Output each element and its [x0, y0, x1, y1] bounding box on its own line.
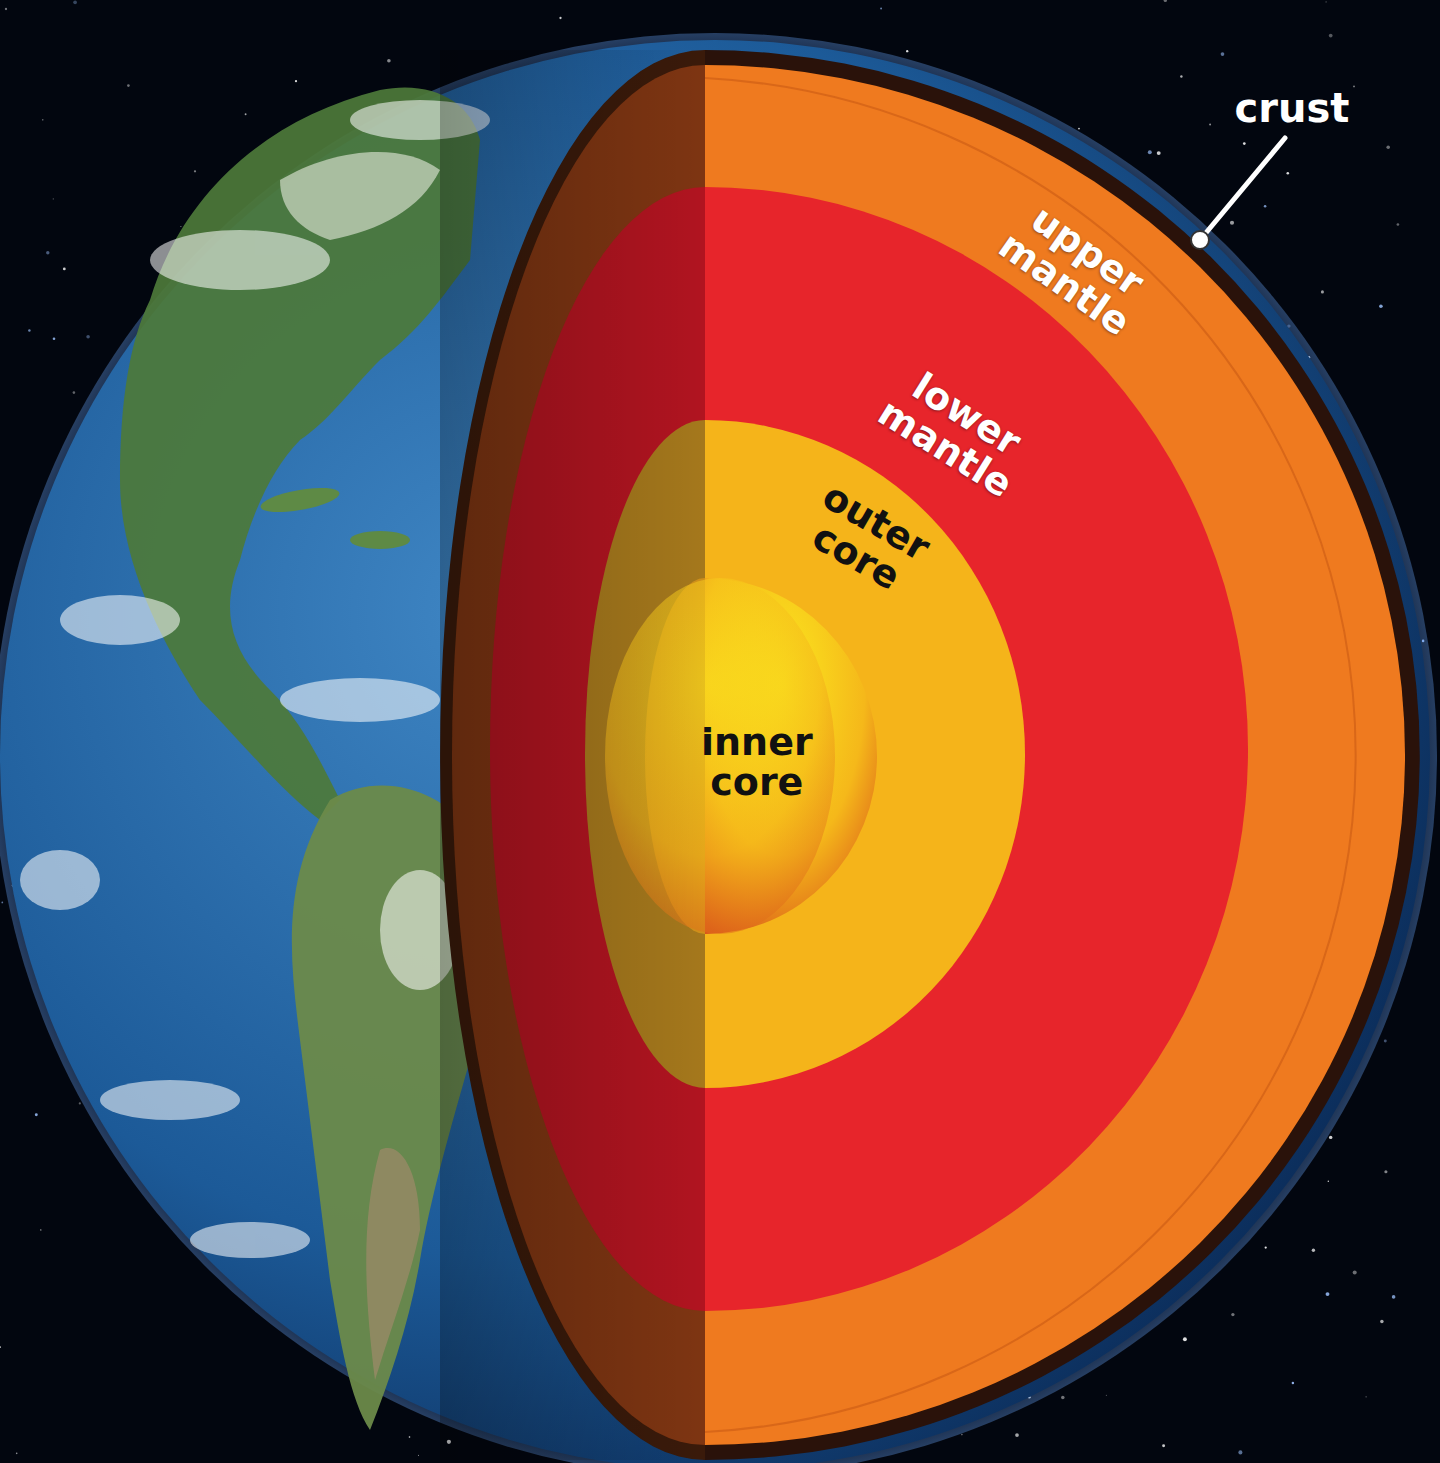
star [1221, 52, 1225, 56]
star [1209, 124, 1211, 126]
star [1162, 1444, 1165, 1447]
star [1386, 145, 1390, 149]
star [1329, 1136, 1332, 1139]
star [1164, 0, 1167, 2]
leader-dot [1191, 231, 1209, 249]
star [1353, 1270, 1357, 1274]
star [16, 1452, 18, 1454]
star [1015, 1433, 1019, 1437]
star [1238, 1450, 1242, 1454]
star [1, 902, 3, 904]
star [0, 1346, 1, 1348]
star [387, 59, 391, 63]
star [1353, 86, 1355, 88]
star [418, 1455, 419, 1456]
inner-core-ball: inner core [645, 578, 877, 934]
leader-line [1205, 138, 1285, 234]
layer-label: crust [1235, 87, 1350, 129]
star [28, 329, 30, 331]
star [409, 1436, 411, 1438]
star [73, 0, 77, 4]
star [42, 119, 43, 120]
star [1392, 1295, 1396, 1299]
star [295, 80, 297, 82]
star [1061, 1396, 1065, 1400]
star [86, 335, 90, 339]
layer-label: outer core [796, 476, 936, 603]
star [880, 8, 882, 10]
star [1183, 1337, 1187, 1341]
star [1265, 1246, 1267, 1248]
star [559, 17, 561, 19]
layer-label: lower mantle [871, 359, 1040, 506]
star [1397, 223, 1400, 226]
star [127, 84, 130, 87]
star [1078, 128, 1080, 130]
star [906, 50, 908, 52]
star [1264, 205, 1267, 208]
star [35, 1113, 38, 1116]
lower-mantle-band: lower mantleouter core inner core [490, 187, 1248, 1311]
star [180, 226, 181, 227]
star [1231, 1313, 1234, 1316]
star [1148, 150, 1152, 154]
star [1230, 221, 1234, 225]
star [1329, 34, 1333, 38]
star [1292, 1382, 1294, 1384]
star [1366, 1396, 1367, 1397]
star [1326, 1292, 1330, 1296]
star [63, 267, 66, 270]
star [1384, 1040, 1387, 1043]
star [53, 337, 56, 340]
star [73, 391, 76, 394]
layer-label: inner core [701, 723, 813, 803]
star [1321, 290, 1324, 293]
star [1312, 1249, 1315, 1252]
star [1243, 142, 1246, 145]
star [1180, 75, 1182, 77]
star [194, 170, 196, 172]
layer-label: upper mantle [991, 192, 1159, 343]
star [1106, 1395, 1107, 1396]
star [1287, 172, 1290, 175]
star [1325, 1, 1326, 2]
star [46, 251, 49, 254]
star [40, 1229, 41, 1230]
star [1380, 1320, 1383, 1323]
star [245, 113, 247, 115]
star [53, 198, 54, 199]
outer-core-band: outer core inner core [585, 420, 1025, 1088]
star [1384, 1170, 1387, 1173]
star [1379, 304, 1383, 308]
star [5, 8, 7, 10]
upper-mantle-band: upper mantle lower mantleouter core inner … [440, 50, 1420, 1460]
star [79, 1102, 81, 1104]
star [1157, 151, 1161, 155]
star [1328, 1181, 1329, 1182]
star [961, 1434, 963, 1436]
